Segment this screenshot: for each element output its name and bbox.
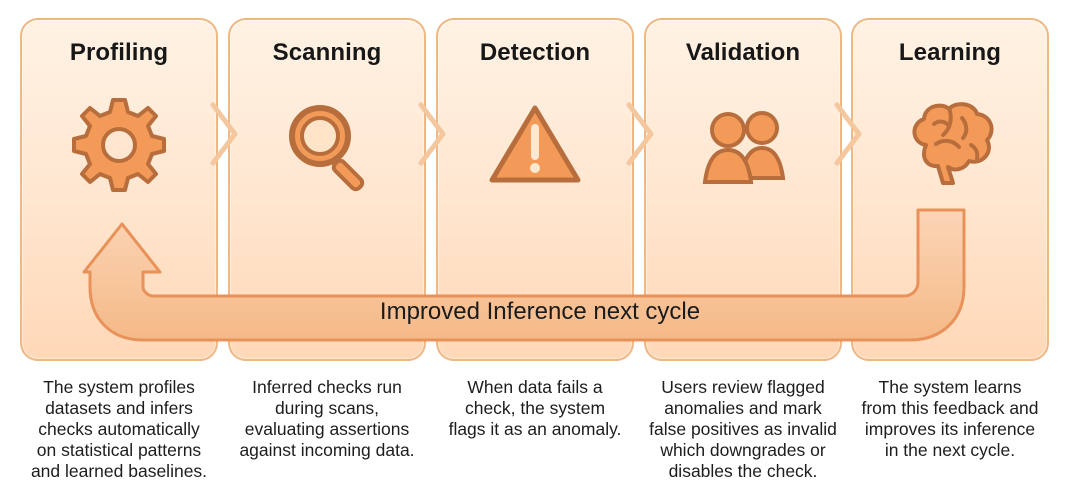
warning-icon xyxy=(489,105,581,183)
flow-arrow-4 xyxy=(834,102,862,166)
stage-title: Validation xyxy=(685,39,801,66)
stage-card-profiling: Profiling xyxy=(20,18,218,361)
stage-title: Detection xyxy=(479,39,591,66)
stage-title: Scanning xyxy=(272,39,382,66)
magnifier-icon xyxy=(289,105,365,192)
stage-description-validation: Users review flagged anomalies and mark … xyxy=(649,377,837,481)
stage-description-profiling: The system profiles datasets and infers … xyxy=(30,377,208,481)
users-icon xyxy=(702,111,786,184)
flow-arrow-1 xyxy=(210,102,238,166)
flow-arrow-2 xyxy=(418,102,446,166)
stage-description-detection: When data fails a check, the system flag… xyxy=(448,377,622,439)
stage-description-scanning: Inferred checks run during scans, evalua… xyxy=(239,377,415,460)
stage-title: Profiling xyxy=(69,39,169,66)
brain-icon xyxy=(912,102,994,185)
stage-description-learning: The system learns from this feedback and… xyxy=(861,377,1039,460)
stage-card-learning: Learning xyxy=(851,18,1049,361)
stage-title: Learning xyxy=(898,39,1002,66)
loop-label: Improved Inference next cycle xyxy=(379,298,701,325)
flow-arrow-3 xyxy=(626,102,654,166)
gear-icon xyxy=(72,98,166,192)
